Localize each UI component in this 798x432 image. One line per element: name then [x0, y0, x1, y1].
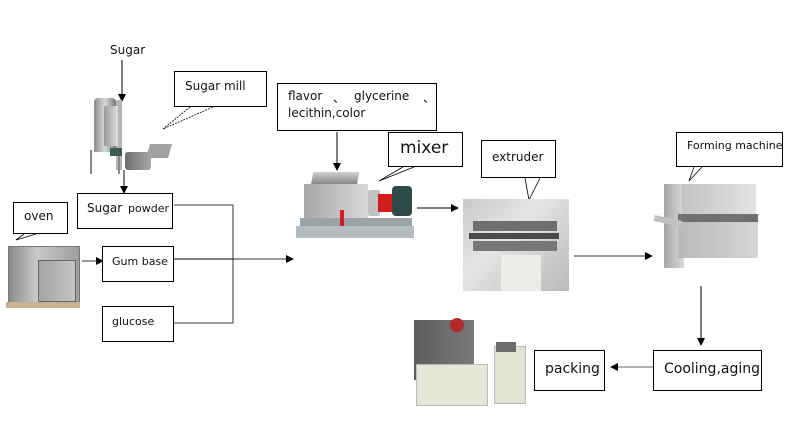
node-cooling-aging-label: Cooling,aging: [664, 361, 761, 377]
callout-forming-machine-label: Forming machine: [687, 139, 783, 152]
callout-tail-extruder: [524, 177, 541, 202]
callout-extruder-label: extruder: [492, 150, 544, 164]
node-additives-glycerine: glycerine: [354, 89, 410, 103]
node-glucose: glucose: [102, 306, 174, 342]
callout-tail-mixer: [378, 166, 415, 182]
node-additives-flavor: flavor: [288, 89, 323, 103]
node-sugar-powder-label-a: Sugar: [87, 201, 123, 215]
extruder-illustration: [463, 199, 569, 291]
callout-mixer: mixer: [388, 132, 463, 167]
callout-sugar-mill: Sugar mill: [174, 71, 267, 107]
oven-illustration: [6, 246, 80, 310]
callout-sugar-mill-label: Sugar mill: [185, 79, 246, 93]
node-additives-sep1: 、: [333, 91, 346, 105]
node-additives-sep2: 、: [423, 91, 436, 105]
callout-oven-label: oven: [24, 209, 54, 223]
forming-machine-illustration: [653, 180, 760, 276]
callout-oven: oven: [13, 202, 68, 234]
node-sugar-powder-label-b: powder: [128, 202, 169, 215]
node-gum-base: Gum base: [102, 246, 174, 282]
node-additives: flavor 、 glycerine 、 lecithin,color: [277, 83, 437, 131]
callout-tail-forming: [688, 166, 703, 182]
packing-machine-illustration: [410, 312, 526, 412]
callout-forming-machine: Forming machine: [676, 132, 783, 167]
callout-tail-sugar-mill: [162, 106, 214, 130]
line-powder-merge: [174, 204, 234, 324]
sugar-mill-illustration: [80, 96, 172, 178]
callout-extruder: extruder: [481, 140, 556, 178]
node-cooling-aging: Cooling,aging: [653, 350, 762, 391]
node-sugar-powder: Sugar powder: [77, 193, 173, 229]
node-packing: packing: [534, 350, 605, 391]
node-gum-base-label: Gum base: [112, 255, 168, 268]
node-packing-label: packing: [545, 361, 600, 377]
mixer-illustration: [296, 170, 418, 242]
callout-tail-oven: [15, 233, 37, 241]
label-sugar: Sugar: [110, 43, 146, 57]
node-additives-lecithin: lecithin,color: [288, 106, 366, 120]
node-glucose-label: glucose: [112, 315, 155, 328]
callout-mixer-label: mixer: [400, 138, 449, 158]
